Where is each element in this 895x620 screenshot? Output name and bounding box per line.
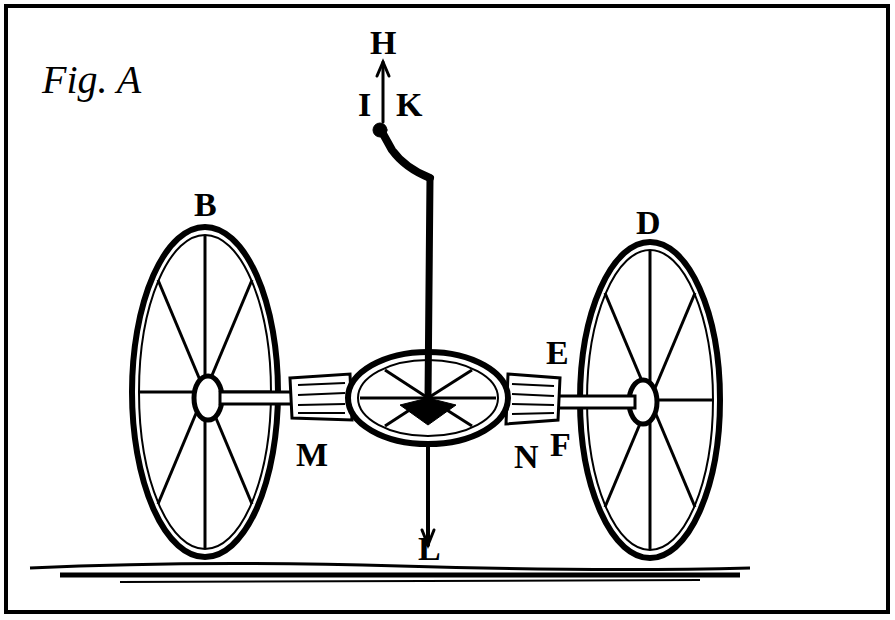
part-letter: M (296, 438, 328, 472)
part-letter: H (370, 26, 396, 60)
part-letter: K (396, 88, 422, 122)
part-letter: I (358, 88, 371, 122)
part-letter: N (514, 440, 539, 474)
part-letter: D (636, 206, 661, 240)
part-letter: L (418, 532, 441, 566)
part-letter: F (550, 428, 571, 462)
figure-title: Fig. A (42, 60, 141, 100)
part-letter: B (194, 188, 217, 222)
part-letter: E (546, 336, 569, 370)
